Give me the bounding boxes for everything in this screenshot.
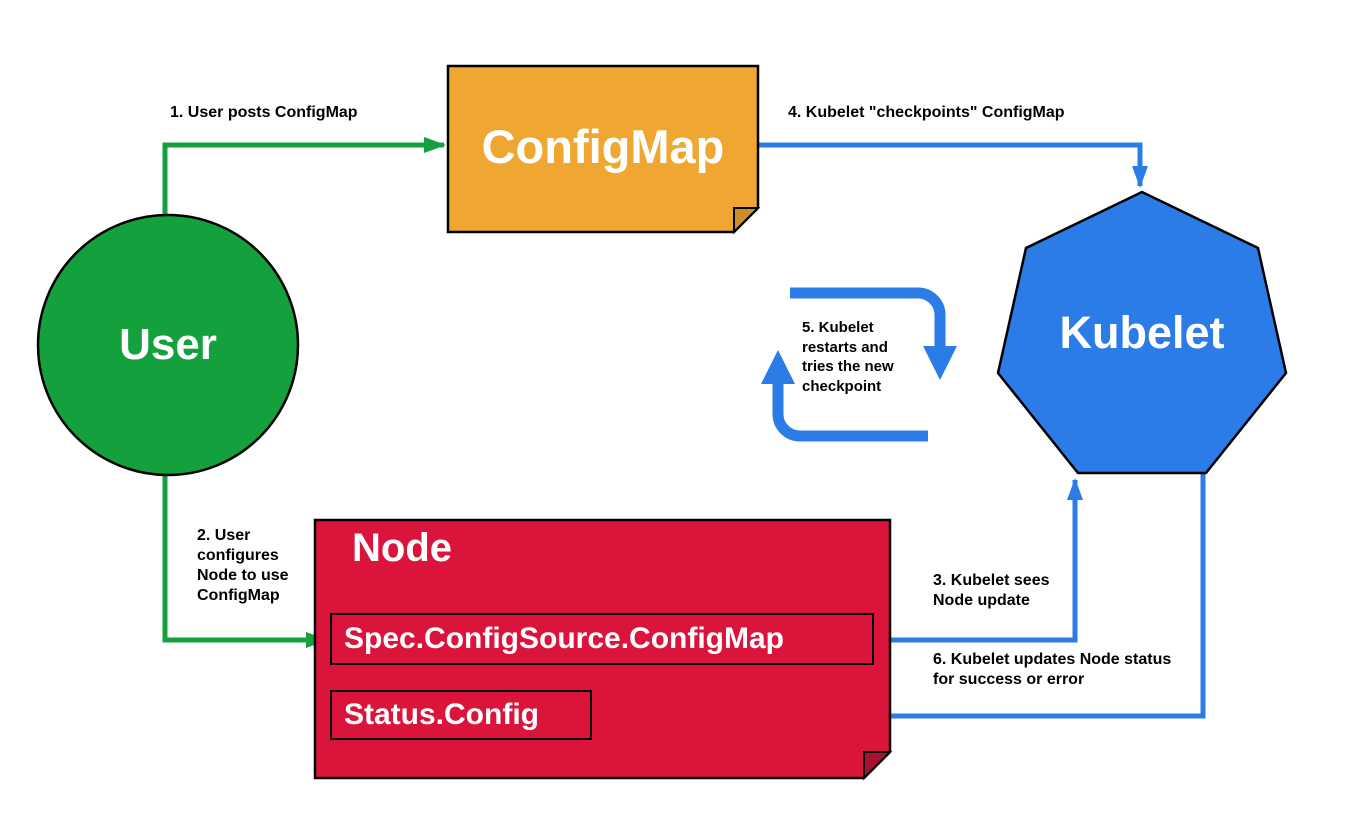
arrow-label-step3: 3. Kubelet sees Node update bbox=[933, 572, 1050, 609]
status-config-box: Status.Config bbox=[330, 690, 592, 740]
loop-icon-arrowhead-up bbox=[761, 350, 795, 384]
loop-icon-top-arc bbox=[790, 287, 946, 350]
loop-step5-label: 5. Kubelet restarts and tries the new ch… bbox=[802, 319, 894, 395]
arrow-step1 bbox=[162, 137, 446, 215]
arrow-label-step4: 4. Kubelet "checkpoints" ConfigMap bbox=[788, 104, 1065, 121]
configmap-shape bbox=[446, 64, 760, 234]
configmap-fold bbox=[733, 207, 761, 235]
arrow-step4 bbox=[758, 142, 1148, 188]
loop-icon-bottom-arc bbox=[772, 380, 928, 442]
node-label: Node bbox=[352, 526, 452, 570]
arrow-step2 bbox=[162, 474, 328, 648]
user-circle bbox=[36, 213, 300, 477]
node-fold bbox=[863, 751, 893, 781]
loop-icon-arrowhead-down bbox=[923, 346, 957, 380]
kubelet-heptagon bbox=[996, 190, 1288, 475]
arrow-label-step1: 1. User posts ConfigMap bbox=[170, 104, 358, 121]
arrow-label-step6: 6. Kubelet updates Node status for succe… bbox=[933, 651, 1172, 688]
arrow-step3 bbox=[876, 478, 1083, 643]
arrow-label-step2: 2. User configures Node to use ConfigMap bbox=[197, 527, 289, 604]
spec-configsource-box: Spec.ConfigSource.ConfigMap bbox=[330, 613, 874, 665]
